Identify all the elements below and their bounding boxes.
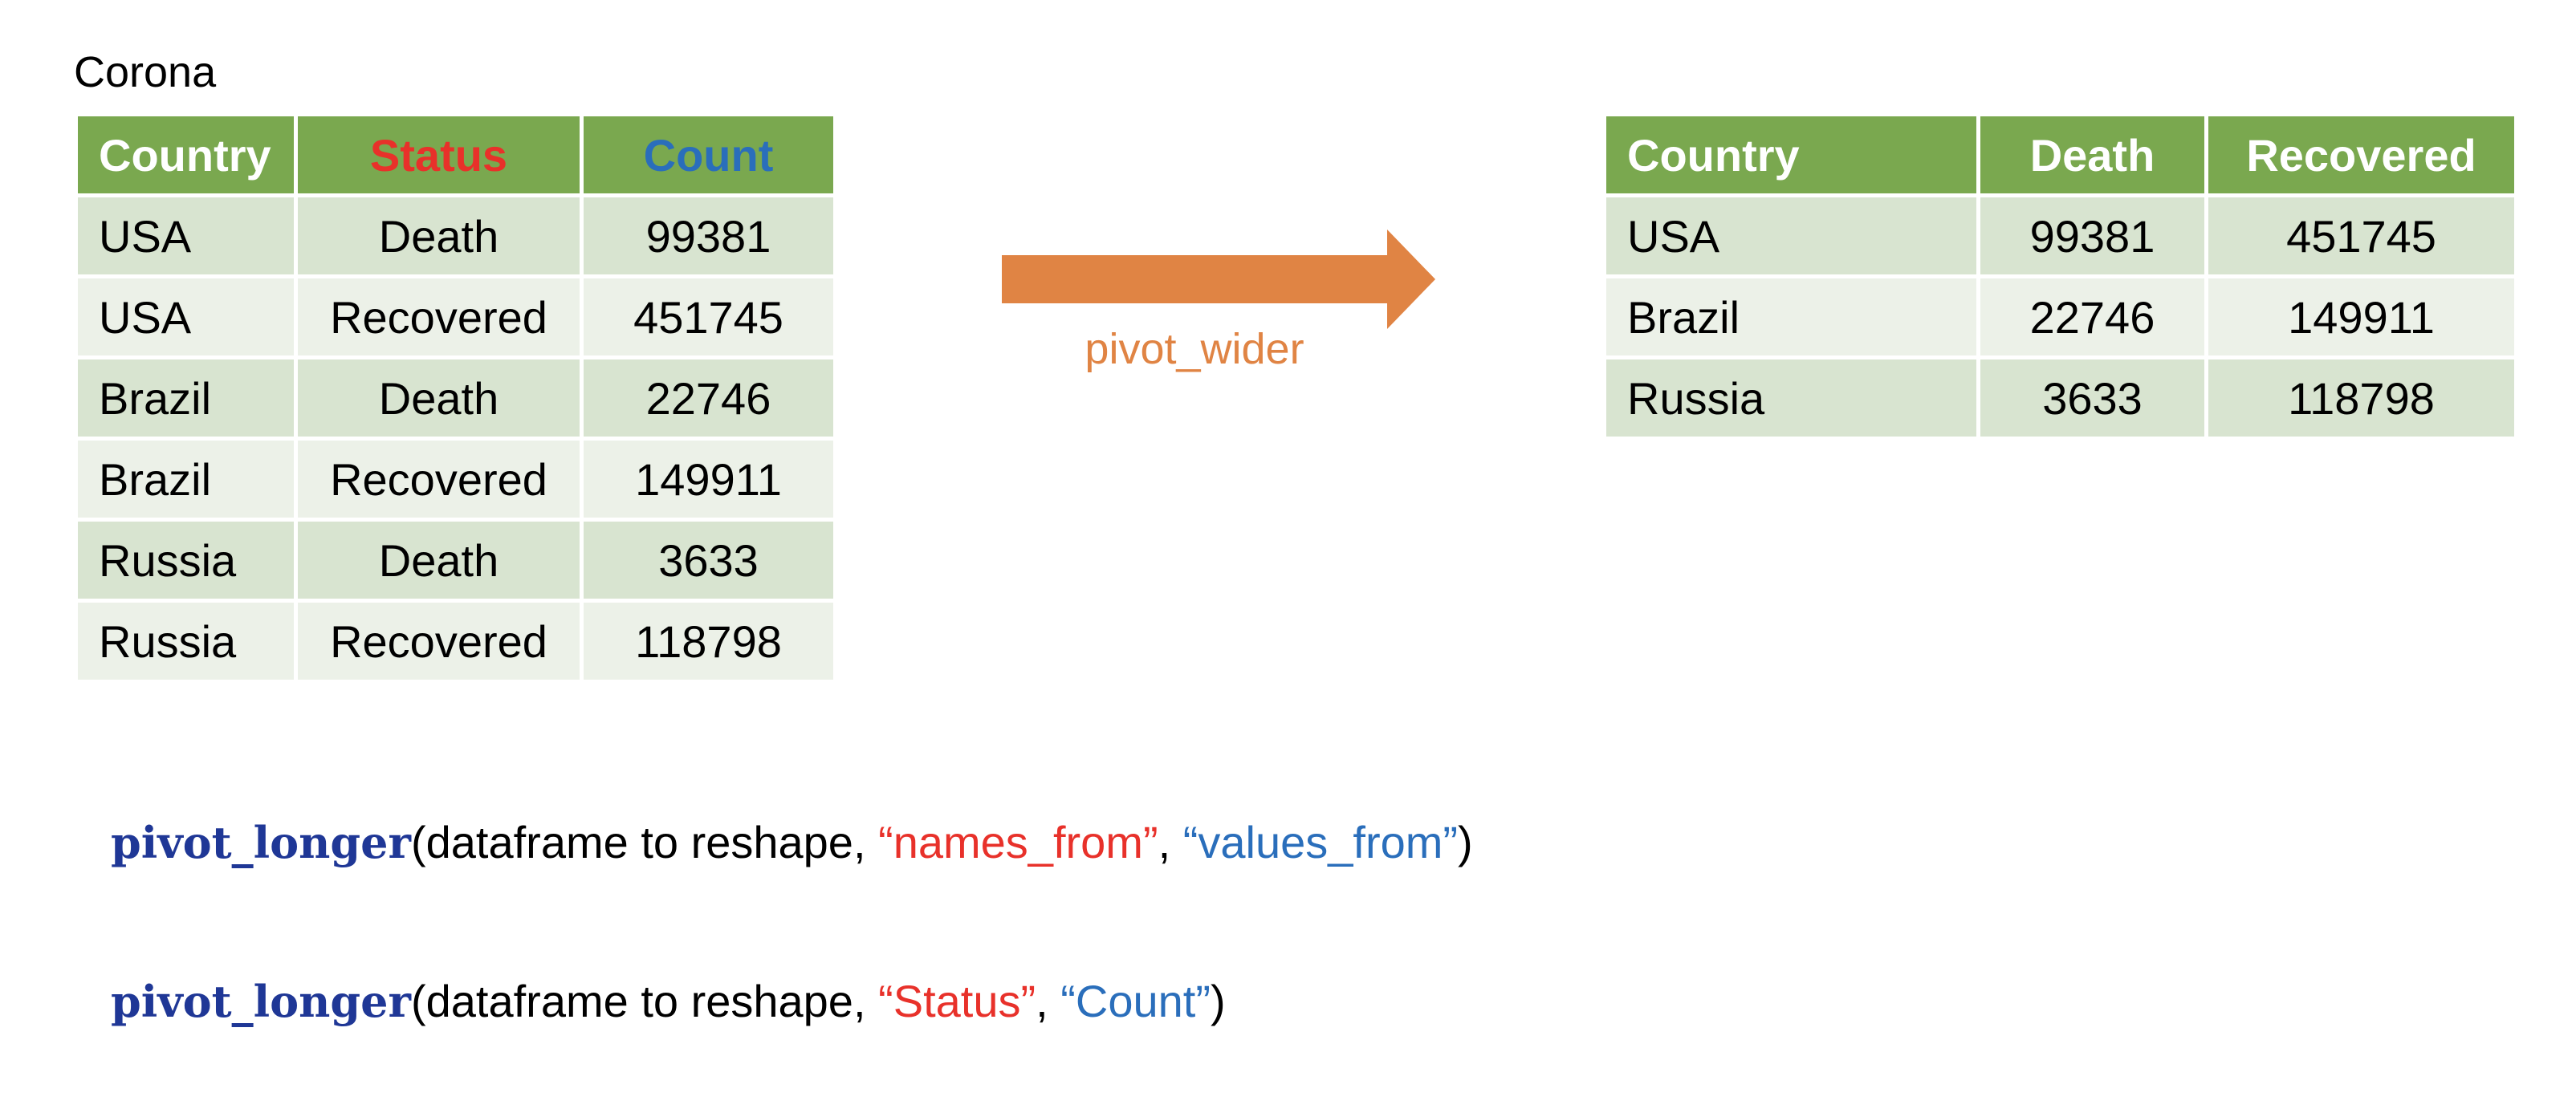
cell-country: USA — [1602, 193, 1980, 278]
long-table: Country Status Count USA Death 99381 USA… — [74, 112, 837, 684]
cell-country: Brazil — [74, 437, 298, 522]
cell-status: Recovered — [294, 274, 584, 359]
code-separator: , — [1036, 976, 1061, 1026]
table-row: Russia 3633 118798 — [1602, 355, 2518, 441]
cell-count: 451745 — [580, 274, 837, 359]
table-row: Brazil Recovered 149911 — [74, 437, 837, 522]
code-text: (dataframe to reshape, — [410, 976, 879, 1026]
header-country: Country — [1602, 112, 1980, 197]
cell-count: 99381 — [580, 193, 837, 278]
cell-status: Death — [294, 518, 584, 603]
function-name: pivot_longer — [111, 976, 411, 1027]
table-row: USA Death 99381 — [74, 193, 837, 278]
code-separator: , — [1158, 817, 1183, 867]
cell-country: Brazil — [1602, 274, 1980, 359]
code-close-paren: ) — [1458, 817, 1473, 867]
cell-count: 118798 — [580, 599, 837, 684]
code-close-paren: ) — [1210, 976, 1226, 1026]
header-row: Country Death Recovered — [1602, 112, 2518, 197]
cell-country: Russia — [74, 599, 298, 684]
header-country: Country — [74, 112, 298, 197]
code-line-generic: pivot_longer(dataframe to reshape, “name… — [111, 810, 1473, 875]
table-row: Russia Recovered 118798 — [74, 599, 837, 684]
header-death: Death — [1976, 112, 2208, 197]
arrow-label: pivot_wider — [1085, 325, 1304, 373]
cell-recovered: 149911 — [2204, 274, 2518, 359]
cell-country: USA — [74, 274, 298, 359]
cell-status: Death — [294, 193, 584, 278]
names-from-arg: “names_from” — [878, 817, 1158, 867]
header-row: Country Status Count — [74, 112, 837, 197]
cell-count: 149911 — [580, 437, 837, 522]
cell-recovered: 451745 — [2204, 193, 2518, 278]
cell-death: 22746 — [1976, 274, 2208, 359]
values-from-arg: “values_from” — [1182, 817, 1459, 867]
table-row: Brazil Death 22746 — [74, 355, 837, 441]
cell-count: 22746 — [580, 355, 837, 441]
values-from-arg: “Count” — [1060, 976, 1211, 1026]
table-row: USA 99381 451745 — [1602, 193, 2518, 278]
wide-table: Country Death Recovered USA 99381 451745… — [1602, 112, 2518, 441]
cell-recovered: 118798 — [2204, 355, 2518, 441]
code-text: (dataframe to reshape, — [410, 817, 879, 867]
cell-country: Brazil — [74, 355, 298, 441]
header-status: Status — [294, 112, 584, 197]
table-row: Russia Death 3633 — [74, 518, 837, 603]
table-row: Brazil 22746 149911 — [1602, 274, 2518, 359]
cell-status: Death — [294, 355, 584, 441]
right-arrow-icon — [1002, 229, 1435, 329]
cell-status: Recovered — [294, 599, 584, 684]
cell-status: Recovered — [294, 437, 584, 522]
code-line-example: pivot_longer(dataframe to reshape, “Stat… — [111, 969, 1226, 1034]
names-from-arg: “Status” — [878, 976, 1036, 1026]
cell-death: 99381 — [1976, 193, 2208, 278]
function-name: pivot_longer — [111, 817, 411, 868]
header-count: Count — [580, 112, 837, 197]
cell-death: 3633 — [1976, 355, 2208, 441]
header-recovered: Recovered — [2204, 112, 2518, 197]
cell-country: Russia — [1602, 355, 1980, 441]
cell-country: Russia — [74, 518, 298, 603]
table-row: USA Recovered 451745 — [74, 274, 837, 359]
cell-count: 3633 — [580, 518, 837, 603]
cell-country: USA — [74, 193, 298, 278]
table-caption: Corona — [74, 48, 217, 96]
